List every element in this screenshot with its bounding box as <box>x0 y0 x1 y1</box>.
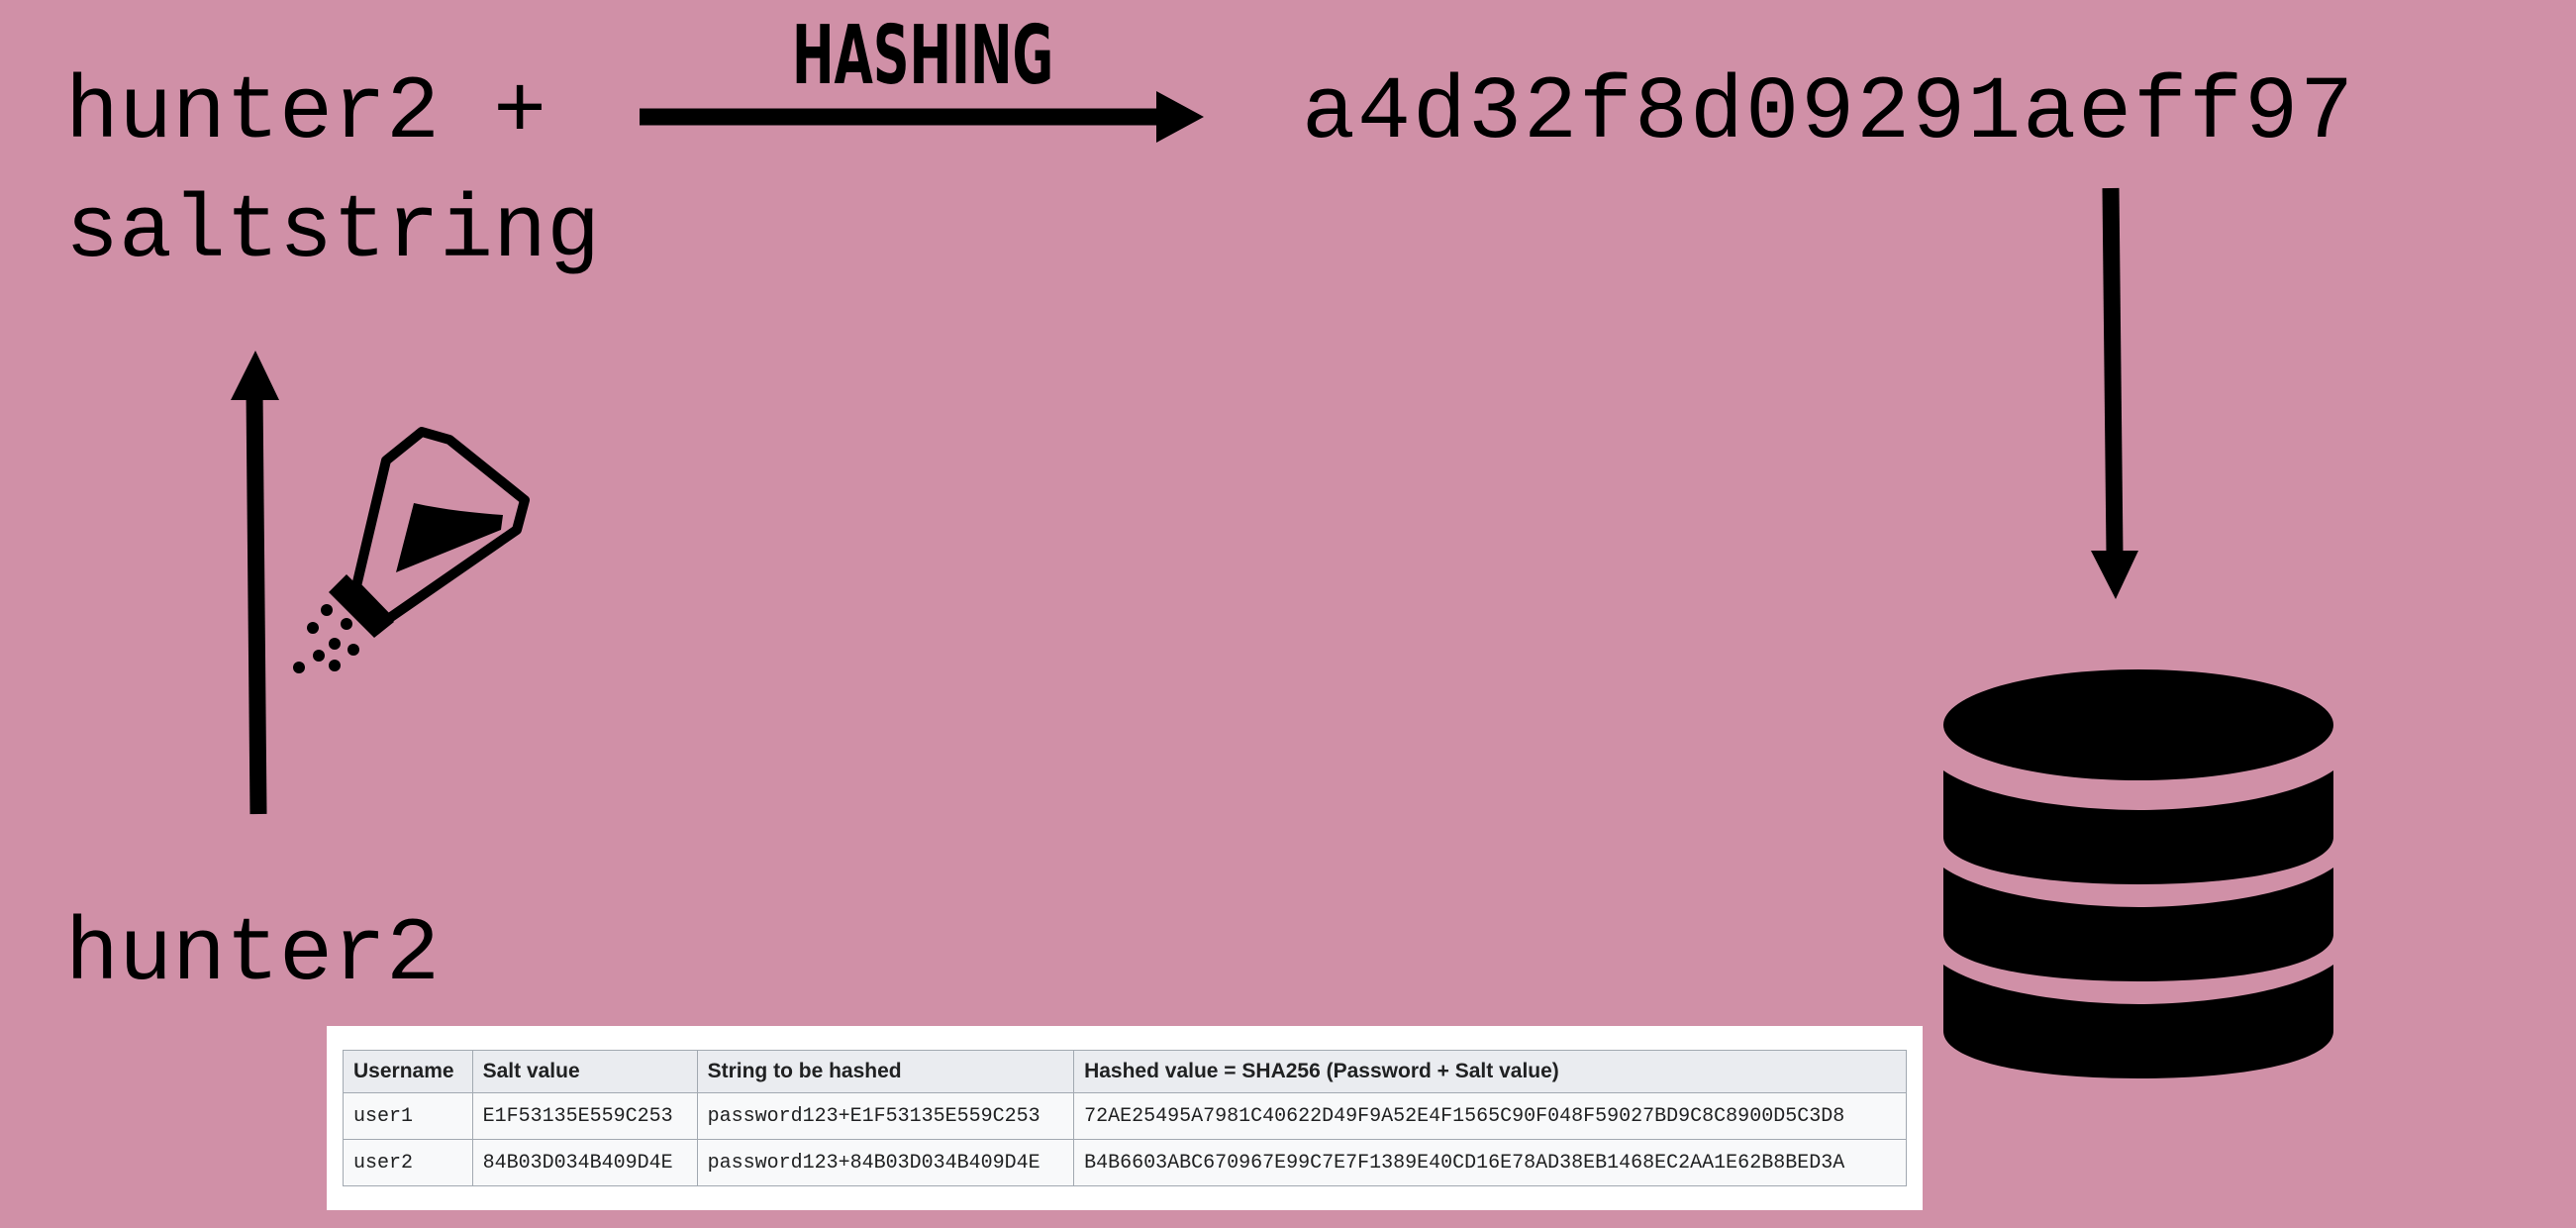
table-header-row: Username Salt value String to be hashed … <box>343 1050 1907 1093</box>
cell-hashed-value: B4B6603ABC670967E99C7E7F1389E40CD16E78AD… <box>1073 1139 1907 1186</box>
store-arrow <box>2091 187 2138 599</box>
cell-salt-value: 84B03D034B409D4E <box>471 1139 698 1186</box>
cell-salt-value: E1F53135E559C253 <box>471 1092 698 1140</box>
database-icon <box>1943 669 2333 1078</box>
hashing-label: HASHING <box>792 9 1054 103</box>
salted-input-line1: hunter2 + <box>65 63 547 164</box>
cell-username: user2 <box>343 1139 473 1186</box>
cell-hashed-value: 72AE25495A7981C40622D49F9A52E4F1565C90F0… <box>1073 1092 1907 1140</box>
salt-hash-table-panel: Username Salt value String to be hashed … <box>327 1026 1923 1210</box>
table-row: user1 E1F53135E559C253 password123+E1F53… <box>343 1092 1907 1140</box>
hashing-arrow <box>640 91 1204 143</box>
cell-string-to-hash: password123+84B03D034B409D4E <box>696 1139 1075 1186</box>
cell-username: user1 <box>343 1092 473 1140</box>
salt-shaker-icon <box>293 427 530 673</box>
password-plain: hunter2 <box>65 905 441 1006</box>
salted-input-line2: saltstring <box>65 182 601 283</box>
salt-hash-table: Username Salt value String to be hashed … <box>343 1050 1907 1186</box>
header-username: Username <box>343 1050 473 1093</box>
header-string-to-hash: String to be hashed <box>696 1050 1075 1093</box>
hash-output: a4d32f8d09291aeff97 <box>1302 63 2356 164</box>
table-row: user2 84B03D034B409D4E password123+84B03… <box>343 1139 1907 1186</box>
header-hashed-value: Hashed value = SHA256 (Password + Salt v… <box>1073 1050 1907 1093</box>
salting-arrow <box>231 351 279 815</box>
header-salt-value: Salt value <box>471 1050 698 1093</box>
cell-string-to-hash: password123+E1F53135E559C253 <box>696 1092 1075 1140</box>
